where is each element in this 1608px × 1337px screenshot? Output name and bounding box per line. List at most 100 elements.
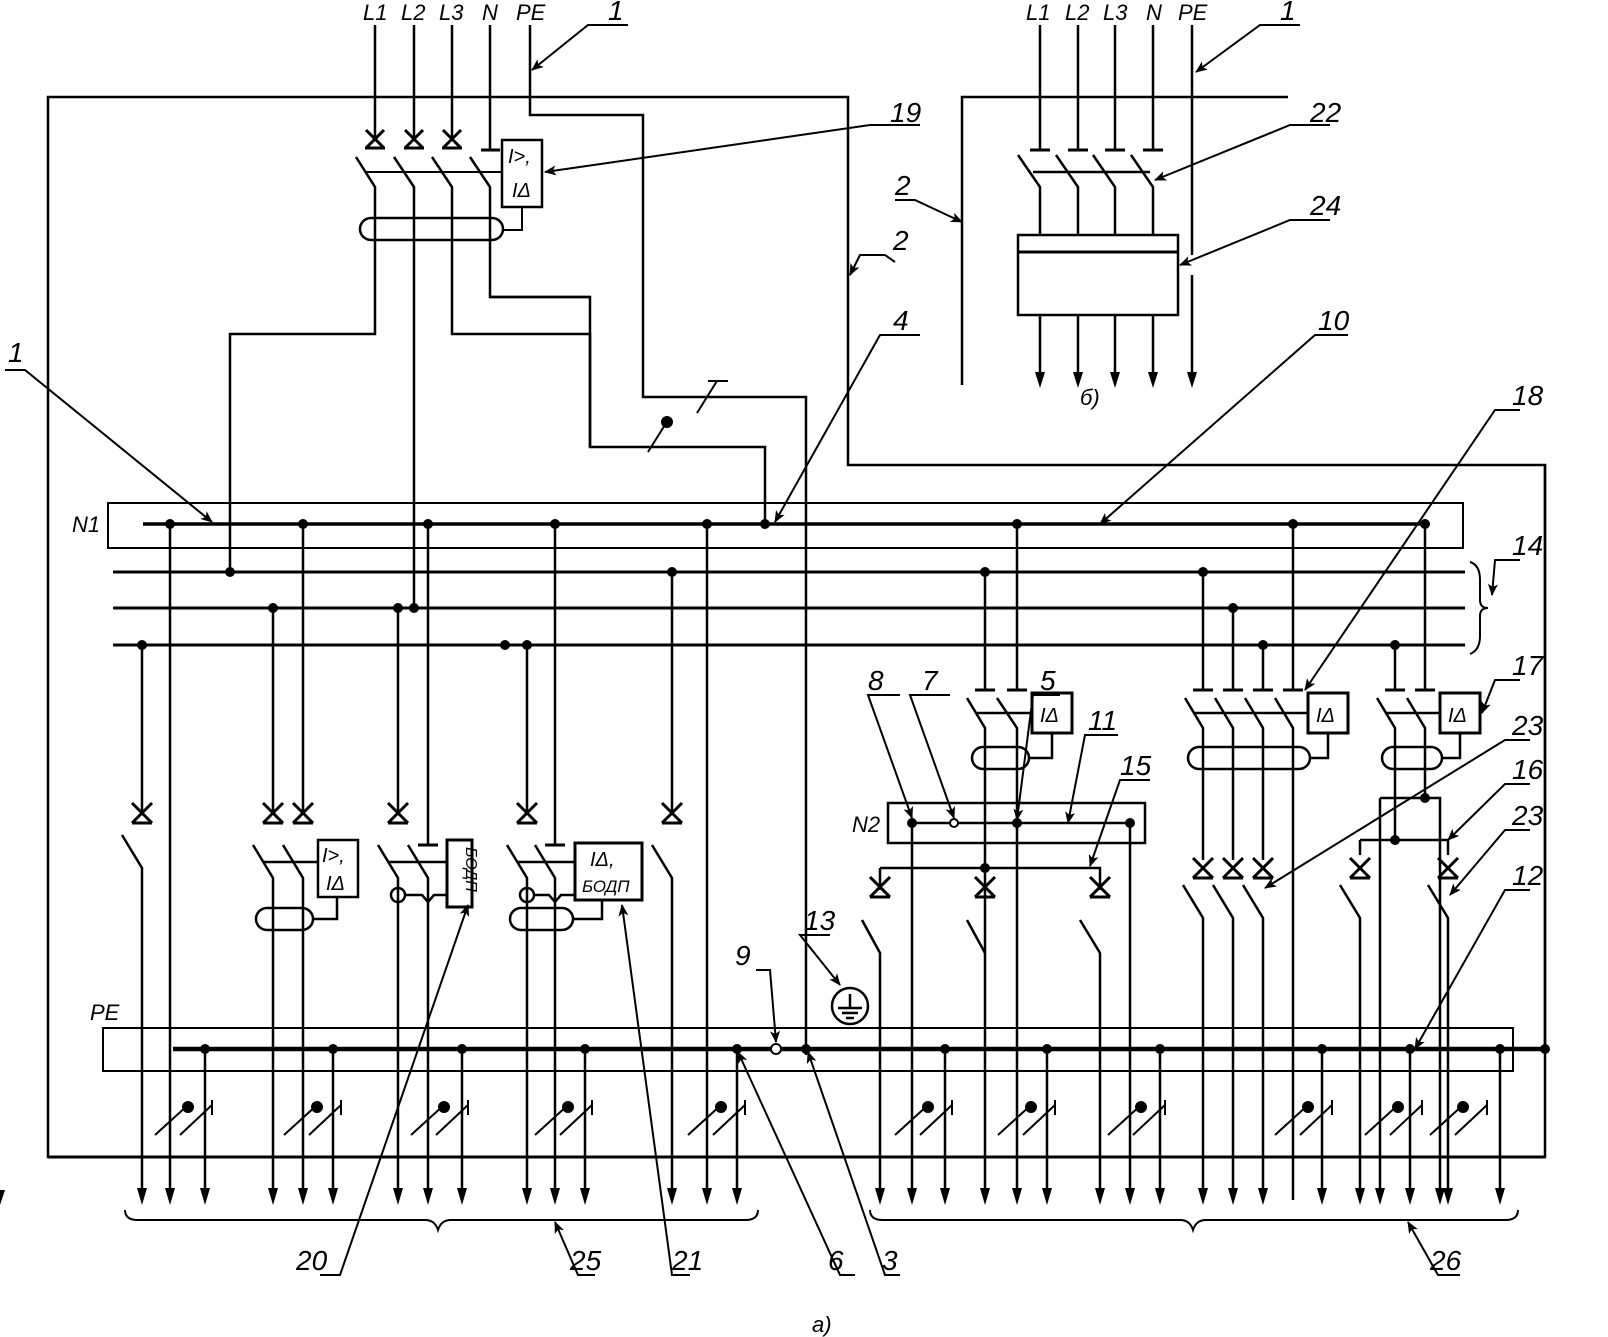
output-arrow-icon	[732, 1188, 742, 1205]
output-arrow-icon	[1375, 1188, 1385, 1205]
callout-17: 17	[1512, 650, 1545, 681]
conductor-label: N	[482, 0, 498, 25]
output-arrow-icon	[702, 1188, 712, 1205]
output-arrow-icon	[1198, 1188, 1208, 1205]
output-arrow-icon	[1317, 1188, 1327, 1205]
conductor-label: L1	[363, 0, 387, 25]
output-arrow-icon	[1148, 372, 1158, 388]
device-box-labels: I>, IΔ I>, IΔ БОДП IΔ, БОДП IΔ IΔ IΔ	[322, 146, 1467, 896]
output-arrow-icon	[298, 1188, 308, 1205]
conductor-label: PE	[516, 0, 546, 25]
callout-1: 1	[608, 0, 624, 26]
output-arrow-icon	[580, 1188, 590, 1205]
conductor-label: L3	[1103, 0, 1128, 25]
output-arrows	[0, 372, 1505, 1205]
output-arrow-icon	[1435, 1188, 1445, 1205]
output-arrow-icon	[1405, 1188, 1415, 1205]
branch-group-26	[860, 524, 1502, 1200]
box-label: IΔ	[1040, 705, 1059, 727]
callout-15: 15	[1120, 750, 1152, 781]
callout-1: 1	[1280, 0, 1296, 26]
output-arrow-icon	[907, 1188, 917, 1205]
box-label: БОДП	[462, 847, 479, 892]
output-arrow-icon	[1155, 1188, 1165, 1205]
output-arrow-icon	[1228, 1188, 1238, 1205]
callout-3: 3	[882, 1245, 898, 1276]
n-pe-marks	[154, 1099, 1488, 1136]
output-arrow-icon	[667, 1188, 677, 1205]
branch-group-25	[120, 524, 739, 1200]
output-arrow-icon	[1258, 1188, 1268, 1205]
output-arrow-icon	[1125, 1188, 1135, 1205]
caption-a: а)	[812, 1312, 832, 1337]
callout-24: 24	[1309, 190, 1341, 221]
n1-label: N1	[72, 512, 100, 537]
conductor-label: L3	[439, 0, 464, 25]
incoming-conductors-a	[373, 25, 808, 1055]
callout-4: 4	[893, 305, 909, 336]
callout-23: 23	[1511, 710, 1544, 741]
callout-2: 2	[892, 225, 909, 256]
callout-25: 25	[569, 1245, 602, 1276]
box-label: IΔ	[326, 873, 345, 895]
brace-25	[124, 1209, 759, 1234]
callout-7: 7	[922, 665, 939, 696]
output-arrow-icon	[1187, 372, 1197, 388]
conductor-label: PE	[1178, 0, 1208, 25]
output-arrow-icon	[200, 1188, 210, 1205]
output-arrow-icon	[550, 1188, 560, 1205]
callout-9: 9	[735, 940, 751, 971]
output-arrow-icon	[137, 1188, 147, 1205]
ground-terminal-icon	[830, 986, 870, 1026]
callout-12: 12	[1512, 860, 1544, 891]
callout-23: 23	[1511, 800, 1544, 831]
pe-label: PE	[90, 1000, 120, 1025]
callout-labels: 1 1 1 19 22 2 2 24 4 10 18 14 17 8 7 5 1…	[8, 0, 1545, 1276]
output-arrow-icon	[423, 1188, 433, 1205]
output-arrow-icon	[165, 1188, 175, 1205]
n2-label: N2	[852, 812, 880, 837]
callout-11: 11	[1088, 705, 1117, 736]
output-arrow-icon	[940, 1188, 950, 1205]
callout-10: 10	[1318, 305, 1350, 336]
output-arrow-icon	[328, 1188, 338, 1205]
box-label: IΔ	[1448, 705, 1467, 727]
callout-5: 5	[1040, 665, 1056, 696]
conductor-labels-a: L1 L2 L3 N PE	[363, 0, 546, 25]
callout-18: 18	[1512, 380, 1544, 411]
output-arrow-icon	[1355, 1188, 1365, 1205]
callout-26: 26	[1429, 1245, 1462, 1276]
box-label: I>,	[508, 146, 531, 168]
panel-b	[960, 25, 1288, 385]
output-arrow-icon	[1495, 1188, 1505, 1205]
callout-20: 20	[295, 1245, 328, 1276]
brace-26	[869, 1209, 1519, 1234]
callout-22: 22	[1309, 97, 1342, 128]
output-arrow-icon	[875, 1188, 885, 1205]
conductor-labels-b: L1 L2 L3 N PE	[1026, 0, 1208, 25]
callout-2: 2	[894, 170, 911, 201]
output-arrow-icon	[457, 1188, 467, 1205]
phase-buses	[113, 570, 1465, 647]
callout-19: 19	[890, 97, 921, 128]
callout-8: 8	[868, 665, 884, 696]
output-arrow-icon	[1012, 1188, 1022, 1205]
conductor-label: L1	[1026, 0, 1050, 25]
callout-1: 1	[8, 337, 24, 368]
caption-b: б)	[1080, 385, 1100, 410]
output-arrow-icon	[522, 1188, 532, 1205]
callout-6: 6	[828, 1245, 844, 1276]
output-arrow-icon	[268, 1188, 278, 1205]
main-feeders	[228, 240, 767, 606]
conductor-label: N	[1146, 0, 1162, 25]
callout-14: 14	[1512, 530, 1543, 561]
conductor-label: L2	[401, 0, 425, 25]
output-arrow-icon	[1095, 1188, 1105, 1205]
output-arrow-icon	[1035, 372, 1045, 388]
box-label: I>,	[322, 845, 345, 867]
output-arrow-icon	[393, 1188, 403, 1205]
phase-buses-brace	[1469, 561, 1489, 655]
output-arrow-icon	[1073, 372, 1083, 388]
main-rcbo	[354, 128, 544, 242]
